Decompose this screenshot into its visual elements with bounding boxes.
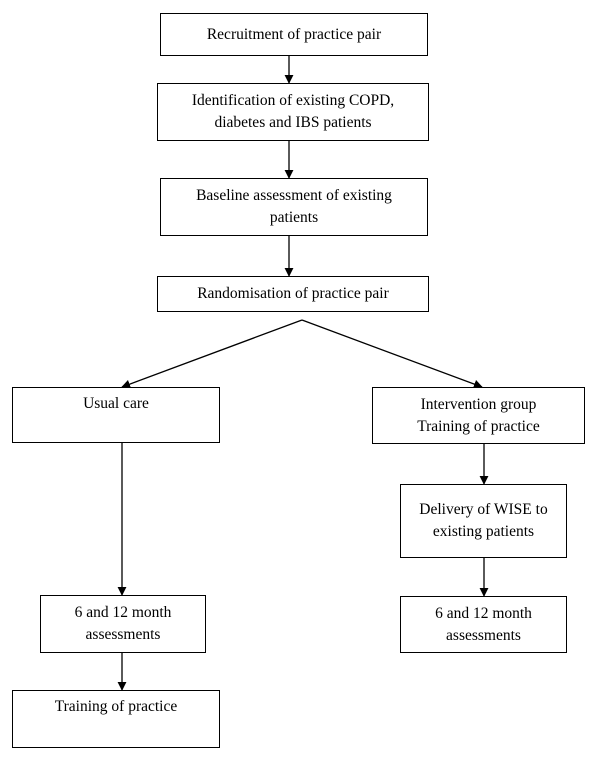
training-of-practice-label: Training of practice: [54, 698, 178, 715]
randomisation-box: Randomisation of practice pair: [157, 276, 429, 312]
identification-label: Identification of existing COPD, diabete…: [191, 92, 395, 131]
delivery-box: Delivery of WISE to existing patients: [400, 484, 567, 558]
recruitment-label: Recruitment of practice pair: [206, 25, 382, 43]
usual-care-label: Usual care: [83, 395, 149, 412]
identification-box: Identification of existing COPD, diabete…: [157, 83, 429, 141]
assessments-right-box: 6 and 12 month assessments: [400, 596, 567, 653]
recruitment-box: Recruitment of practice pair: [160, 13, 428, 56]
intervention-group-label: Intervention group Training of practice: [417, 395, 540, 435]
baseline-assessment-box: Baseline assessment of existing patients: [160, 178, 428, 236]
intervention-group-box: Intervention group Training of practice: [372, 387, 585, 444]
baseline-assessment-label: Baseline assessment of existing patients: [196, 187, 392, 226]
usual-care-box: Usual care: [12, 387, 220, 443]
assessments-left-box: 6 and 12 month assessments: [40, 595, 206, 653]
delivery-label: Delivery of WISE to existing patients: [419, 501, 548, 540]
assessments-left-label: 6 and 12 month assessments: [74, 604, 172, 643]
arrow-randomisation-to-usual-care: [121, 319, 303, 389]
assessments-right-label: 6 and 12 month assessments: [435, 604, 532, 644]
arrow-randomisation-to-intervention: [301, 319, 483, 389]
training-of-practice-box: Training of practice: [12, 690, 220, 748]
randomisation-label: Randomisation of practice pair: [197, 285, 389, 302]
